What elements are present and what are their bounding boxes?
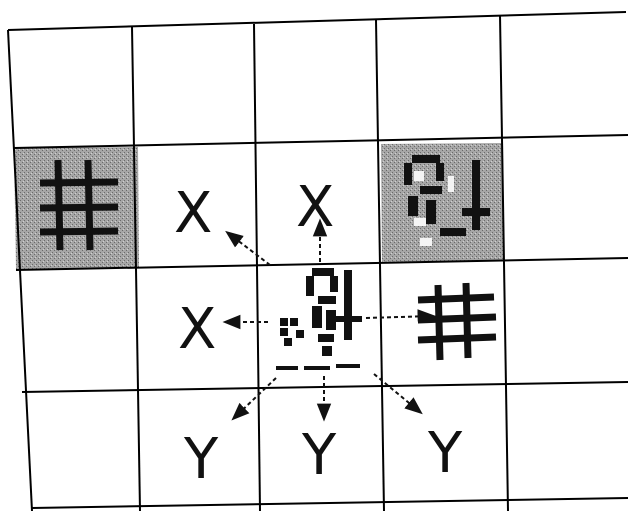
shaded-cell-figure — [381, 143, 504, 262]
label-x-left: X — [178, 297, 216, 362]
arrow-up-left — [228, 233, 270, 265]
arrow-down-left — [234, 378, 276, 418]
arrow-down-right — [374, 374, 420, 412]
plain-hash-icon — [418, 283, 496, 360]
label-x-top-left: X — [174, 181, 212, 246]
label-x-top: X — [296, 175, 334, 240]
center-figure-icon — [276, 268, 362, 370]
label-y-bottom-left: Y — [183, 427, 219, 492]
label-y-bottom-right: Y — [427, 421, 463, 486]
label-y-bottom: Y — [301, 423, 337, 488]
